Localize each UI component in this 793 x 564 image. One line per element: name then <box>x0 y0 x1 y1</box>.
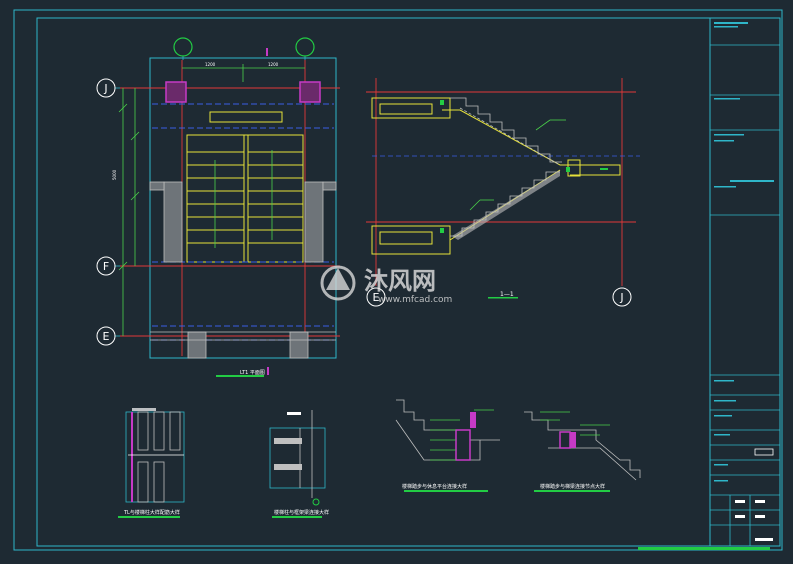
detail-column-beam: TL与楼梯柱大样配筋大样 <box>118 408 185 518</box>
detail-beam-joint: 楼梯踏步与梯梁连接节点大样 <box>524 411 641 492</box>
watermark-logo-icon <box>320 265 356 301</box>
axis-bubbles-section: E J <box>366 287 632 307</box>
axis-f-left: F <box>103 260 109 273</box>
watermark: 沐风网 www.mfcad.com <box>320 265 452 305</box>
axis-j-left: J <box>103 82 107 95</box>
title-block <box>638 22 780 550</box>
detail-landing-joint: 楼梯踏步与休息平台连接大样 <box>395 399 500 492</box>
dim-total-label: 5000 <box>112 169 117 180</box>
watermark-url: www.mfcad.com <box>378 295 452 305</box>
dim-top-left: 1200 <box>205 62 216 67</box>
detail-3-title: 楼梯踏步与休息平台连接大样 <box>402 483 467 490</box>
detail-column-frame: 楼梯柱与框架梁连接大样 <box>269 410 329 518</box>
detail-2-title: 楼梯柱与框架梁连接大样 <box>274 509 329 516</box>
stair-section: 1—1 <box>366 78 640 299</box>
axis-e-section: E <box>373 291 380 304</box>
axis-j-section: J <box>619 291 623 304</box>
plan-title: LT1 平面图 <box>240 370 265 376</box>
axis-bubbles-plan: J F E <box>96 37 315 346</box>
axis-e-left: E <box>103 330 110 343</box>
watermark-brand: 沐风网 <box>364 267 436 295</box>
section-label: 1—1 <box>500 291 514 298</box>
dim-top-right: 1200 <box>268 62 279 67</box>
detail-1-title: TL与楼梯柱大样配筋大样 <box>123 509 180 516</box>
detail-4-title: 楼梯踏步与梯梁连接节点大样 <box>540 483 605 490</box>
stair-plan: 5000 1200 1200 <box>112 48 340 377</box>
drawing-frame <box>13 9 783 551</box>
